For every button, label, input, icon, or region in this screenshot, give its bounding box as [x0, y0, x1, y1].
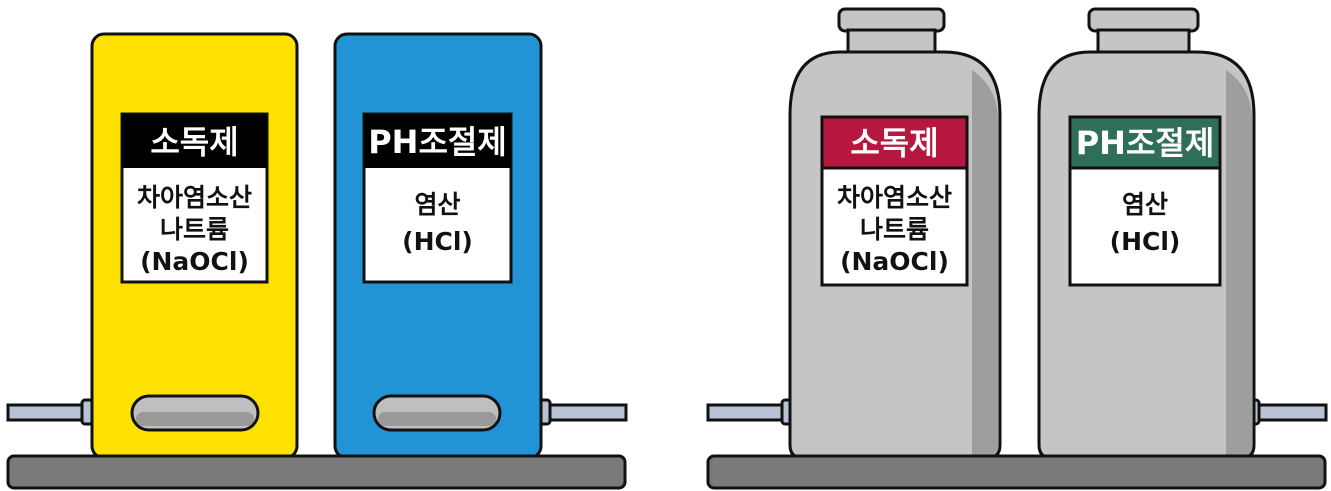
label-plate: PH조절제 염산 (HCl) [362, 112, 513, 284]
label-line: (NaOCl) [840, 247, 949, 276]
bottle-cap [837, 7, 946, 33]
bottle-neck [1096, 28, 1191, 54]
label-title: 소독제 [150, 123, 238, 161]
right-outlet-pipe [1245, 398, 1328, 426]
left-outlet-pipe [536, 398, 628, 426]
label-plate: 소독제 차아염소산 나트륨 (NaOCl) [120, 112, 269, 284]
tank-blue: PH조절제 염산 (HCl) [333, 32, 543, 460]
label-title: 소독제 [850, 124, 938, 162]
label-line: 나트륨 [160, 215, 229, 244]
label-line: 염산 [1122, 190, 1168, 219]
label-line: 염산 [414, 190, 460, 219]
label-title: PH조절제 [1076, 124, 1215, 162]
sight-window-level [136, 412, 254, 426]
right-base-platform [706, 454, 1327, 490]
label-line: 나트륨 [860, 215, 929, 244]
label-plate: 소독제 차아염소산 나트륨 (NaOCl) [820, 115, 969, 287]
left-inlet-pipe [6, 398, 96, 426]
tank-yellow: 소독제 차아염소산 나트륨 (NaOCl) [90, 32, 299, 460]
bottle-cap [1087, 7, 1200, 33]
right-inlet-pipe [706, 398, 796, 426]
bottle-shadow [972, 70, 998, 456]
right-scene: 소독제 차아염소산 나트륨 (NaOCl) PH조절제 염산 (HCl) [706, 7, 1328, 490]
label-line: (HCl) [1110, 227, 1181, 256]
label-line: 차아염소산 [837, 183, 952, 212]
label-line: (HCl) [402, 227, 473, 256]
tank-grey-disinfectant: 소독제 차아염소산 나트륨 (NaOCl) [788, 7, 1002, 460]
bottle-neck [846, 28, 937, 54]
label-line: (NaOCl) [140, 247, 249, 276]
label-title: PH조절제 [368, 123, 507, 161]
tank-grey-ph-adjuster: PH조절제 염산 (HCl) [1037, 7, 1256, 460]
sight-window-level [378, 412, 496, 426]
left-scene: 소독제 차아염소산 나트륨 (NaOCl) PH조절제 염산 (HCl) [6, 32, 628, 490]
label-plate: PH조절제 염산 (HCl) [1068, 115, 1222, 287]
label-line: 차아염소산 [137, 183, 252, 212]
bottle-shadow [1226, 70, 1252, 456]
left-base-platform [6, 454, 627, 490]
